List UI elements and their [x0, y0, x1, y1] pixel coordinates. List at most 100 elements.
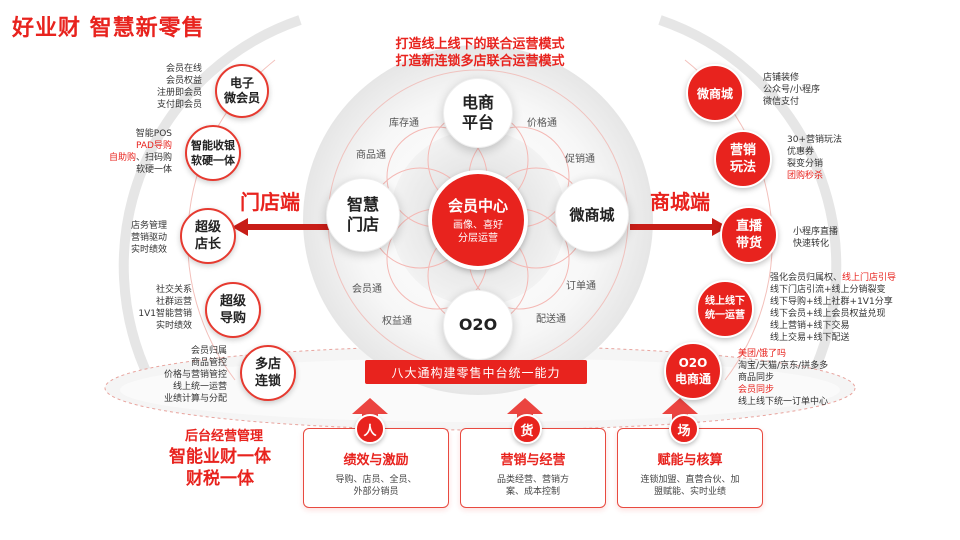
- desc-line: 社群运营: [138, 296, 192, 308]
- desc-tail-red: 线上门店引导: [842, 273, 897, 283]
- desc-text: 线下门店引流+线上分销裂变: [770, 285, 886, 295]
- right-node-marketing[interactable]: 营销 玩法: [714, 130, 772, 188]
- panel-people-desc: 导购、店员、全员、 外部分销员: [335, 475, 417, 497]
- desc-line: 裂变分销: [787, 158, 842, 170]
- arrow-right: [630, 218, 728, 236]
- desc-text: 线上交易+线下配送: [770, 333, 850, 343]
- desc-line: 商品管控: [164, 357, 227, 369]
- badge-people: 人: [355, 414, 385, 444]
- desc-line: 线上营销+线下交易: [770, 320, 896, 332]
- desc-text: 会员在线: [165, 64, 202, 74]
- desc-line: 软硬一体: [109, 164, 172, 176]
- desc-line: 实时绩效: [131, 244, 167, 256]
- desc-line: 会员在线: [157, 63, 202, 75]
- desc-line: 社交关系: [138, 284, 192, 296]
- desc-text: 智能POS: [135, 129, 172, 139]
- left-node-smartpos[interactable]: 智能收银 软硬一体: [185, 125, 241, 181]
- desc-tail: 、扫码购: [135, 153, 172, 163]
- desc-line: 支付即会员: [157, 99, 202, 111]
- desc-line: PAD导购: [109, 140, 172, 152]
- desc-text: 会员同步: [738, 385, 775, 395]
- left-desc-1: 智能POS PAD导购自助购、扫码购软硬一体: [109, 128, 172, 176]
- right-node-livestream[interactable]: 直播 带货: [720, 206, 778, 264]
- left-desc-2: 店务管理营销驱动实时绩效: [131, 220, 167, 256]
- desc-line: 会员归属: [164, 345, 227, 357]
- arrow-left: [232, 218, 330, 236]
- desc-line: 快速转化: [793, 238, 838, 250]
- back-office-title: 后台经营管理: [185, 429, 264, 444]
- arrow-up-3: [662, 398, 698, 428]
- desc-line: 店铺装修: [763, 72, 820, 84]
- desc-line: 淘宝/天猫/京东/拼多多: [738, 360, 828, 372]
- desc-line: 优惠券: [787, 146, 842, 158]
- left-node-supermanager[interactable]: 超级 店长: [180, 208, 236, 264]
- left-desc-0: 会员在线会员权益注册即会员支付即会员: [157, 63, 202, 111]
- node-o2o[interactable]: O2O: [443, 290, 513, 360]
- panel-people-title: 绩效与激励: [343, 453, 409, 468]
- member-center[interactable]: 会员中心 画像、喜好 分层运营: [428, 170, 528, 270]
- desc-text: 商品管控: [190, 358, 227, 368]
- right-node-wemall[interactable]: 微商城: [686, 64, 744, 122]
- desc-text: 强化会员归属权、: [770, 273, 843, 283]
- desc-text: 自助购: [108, 153, 136, 163]
- member-center-label: 会员中心: [447, 197, 508, 215]
- desc-text: 团购秒杀: [787, 171, 824, 181]
- desc-text: 1V1智能营销: [138, 309, 192, 319]
- desc-line: 小程序直播: [793, 226, 838, 238]
- desc-text: 商品同步: [738, 373, 775, 383]
- desc-line: 价格与营销管控: [164, 369, 227, 381]
- left-node-chain[interactable]: 多店 连锁: [240, 345, 296, 401]
- mall-side-label: 商城端: [650, 190, 710, 214]
- left-desc-4: 会员归属商品管控价格与营销管控线上统一运营业绩计算与分配: [164, 345, 227, 405]
- panel-goods-desc: 品类经营、营销方 案、成本控制: [496, 475, 569, 497]
- desc-line: 公众号/小程序: [763, 84, 820, 96]
- desc-line: 实时绩效: [138, 320, 192, 332]
- page-title: 好业财 智慧新零售: [12, 16, 205, 41]
- desc-text: 30+营销玩法: [787, 135, 842, 145]
- left-node-superguide[interactable]: 超级 导购: [205, 282, 261, 338]
- left-node-emember[interactable]: 电子 微会员: [215, 64, 269, 118]
- desc-text: 小程序直播: [793, 227, 839, 237]
- desc-text: PAD导购: [136, 141, 172, 151]
- right-desc-0: 店铺装修公众号/小程序微信支付: [763, 72, 820, 108]
- node-smartstore[interactable]: 智慧 门店: [326, 178, 400, 252]
- desc-line: 团购秒杀: [787, 170, 842, 182]
- desc-text: 裂变分销: [787, 159, 824, 169]
- ring-label-member: 会员通: [352, 284, 382, 295]
- member-center-sub: 画像、喜好 分层运营: [453, 220, 503, 244]
- node-ecommerce[interactable]: 电商 平台: [443, 78, 513, 148]
- desc-line: 商品同步: [738, 372, 828, 384]
- desc-text: 美团/饿了吗: [738, 349, 787, 359]
- desc-text: 线上统一运营: [172, 382, 227, 392]
- desc-line: 智能POS: [109, 128, 172, 140]
- right-desc-4: 美团/饿了吗淘宝/天猫/京东/拼多多商品同步会员同步线上线下统一订单中心: [738, 348, 828, 408]
- panel-goods-title: 营销与经营: [500, 453, 566, 468]
- desc-line: 1V1智能营销: [138, 308, 192, 320]
- desc-text: 店铺装修: [763, 73, 800, 83]
- right-desc-2: 小程序直播快速转化: [793, 226, 838, 250]
- desc-line: 强化会员归属权、线上门店引导: [770, 272, 896, 284]
- bottom-fade: [0, 505, 960, 540]
- desc-text: 营销驱动: [130, 233, 167, 243]
- desc-text: 公众号/小程序: [763, 85, 821, 95]
- ring-label-delivery: 配送通: [536, 314, 566, 325]
- node-wemall[interactable]: 微商城: [555, 178, 629, 252]
- desc-line: 线下门店引流+线上分销裂变: [770, 284, 896, 296]
- right-node-o2o[interactable]: O2O 电商通: [664, 342, 722, 400]
- panel-goods[interactable]: 营销与经营 品类经营、营销方 案、成本控制: [460, 428, 606, 508]
- ring-label-product: 商品通: [356, 150, 386, 161]
- desc-text: 优惠券: [787, 147, 815, 157]
- desc-text: 线下导购+线上社群+1V1分享: [770, 297, 893, 307]
- desc-text: 快速转化: [793, 239, 830, 249]
- top-heading-1: 打造线上线下的联合运营模式: [395, 37, 565, 52]
- right-node-omnichannel[interactable]: 线上线下 统一运营: [696, 280, 754, 338]
- desc-line: 会员同步: [738, 384, 828, 396]
- desc-line: 线上统一运营: [164, 381, 227, 393]
- back-office-subtitle: 智能业财一体 财税一体: [169, 447, 271, 489]
- desc-line: 店务管理: [131, 220, 167, 232]
- desc-text: 线下会员+线上会员权益兑现: [770, 309, 886, 319]
- desc-line: 微信支付: [763, 96, 820, 108]
- top-heading-2: 打造新连锁多店联合运营模式: [395, 54, 565, 69]
- desc-text: 线上线下统一订单中心: [738, 397, 829, 407]
- panel-scene-desc: 连锁加盟、直营合伙、加 盟赋能、实时业绩: [640, 475, 740, 497]
